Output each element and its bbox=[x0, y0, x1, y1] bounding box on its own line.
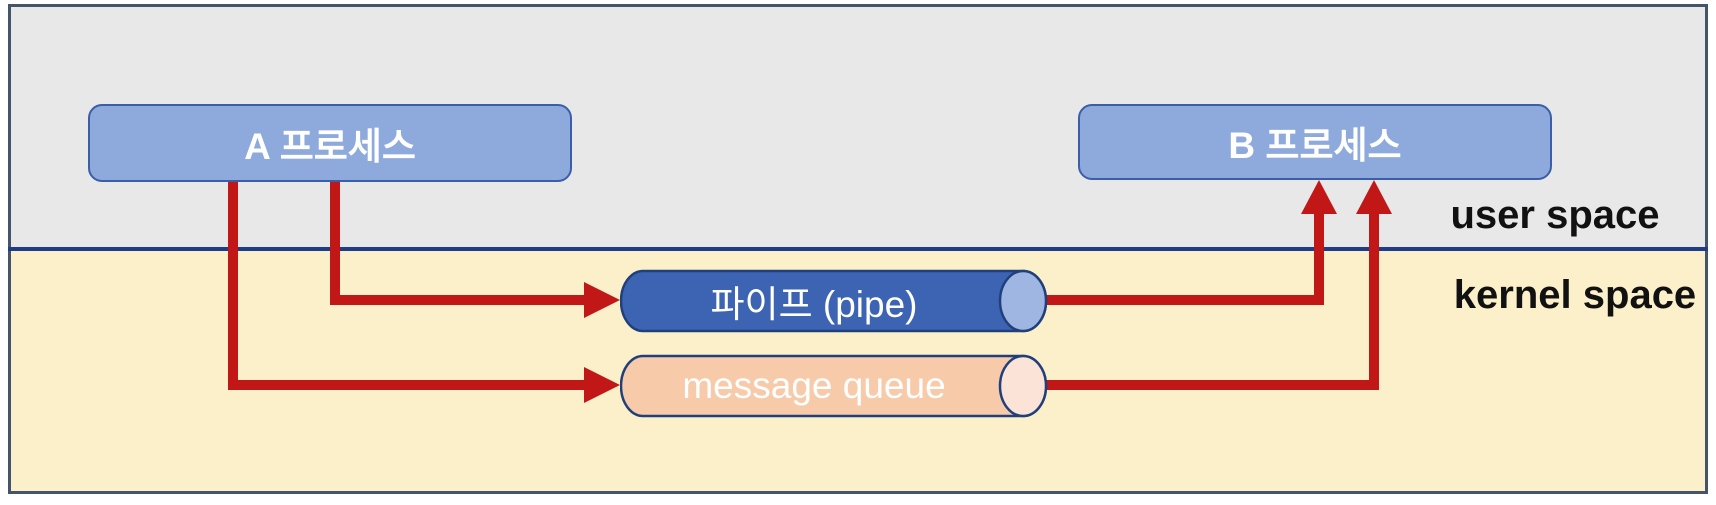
process-a-box: A 프로세스 bbox=[88, 104, 572, 182]
pipe-cylinder: 파이프 (pipe) bbox=[620, 269, 1048, 333]
arrow-a-to-mq-vertical bbox=[228, 181, 238, 390]
arrow-a-to-pipe-vertical bbox=[330, 181, 340, 305]
arrow-mq-to-b-vertical bbox=[1369, 212, 1379, 390]
arrow-pipe-to-b-head-icon bbox=[1301, 180, 1337, 214]
kernel-space-label: kernel space bbox=[1453, 273, 1697, 317]
process-b-box: B 프로세스 bbox=[1078, 104, 1552, 180]
arrow-mq-to-b-head-icon bbox=[1356, 180, 1392, 214]
message-queue-label: message queue bbox=[682, 365, 946, 406]
arrow-pipe-to-b-horizontal bbox=[1043, 295, 1324, 305]
arrow-a-to-mq-head-icon bbox=[584, 367, 620, 403]
arrow-pipe-to-b-vertical bbox=[1314, 212, 1324, 305]
user-space-label: user space bbox=[1450, 193, 1660, 237]
message-queue-cylinder-shape bbox=[620, 354, 1048, 418]
arrow-mq-to-b-horizontal bbox=[1043, 380, 1379, 390]
message-queue-cylinder: message queue bbox=[620, 354, 1048, 418]
pipe-cylinder-shape bbox=[620, 269, 1048, 333]
pipe-label: 파이프 (pipe) bbox=[710, 284, 918, 325]
arrow-a-to-mq-horizontal bbox=[228, 380, 584, 390]
process-b-label: B 프로세스 bbox=[1228, 125, 1402, 166]
process-a-label: A 프로세스 bbox=[244, 126, 416, 167]
arrow-a-to-pipe-horizontal bbox=[330, 295, 584, 305]
arrow-a-to-pipe-head-icon bbox=[584, 282, 620, 318]
user-kernel-divider-line bbox=[8, 247, 1708, 251]
